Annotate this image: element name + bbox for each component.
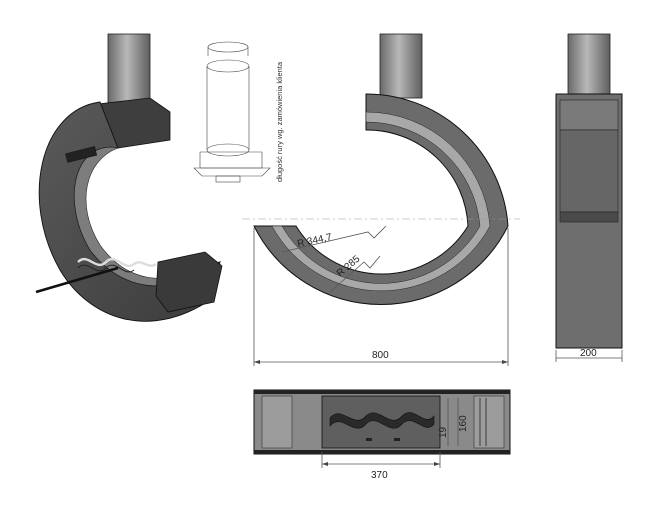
burner-inner-label: 19 — [438, 426, 449, 438]
pipe-length-note: długość rury wg. zamówienia klienta — [275, 61, 284, 182]
iso-chimney-pipe — [107, 33, 151, 111]
side-chimney-pipe — [567, 33, 611, 95]
front-width-label: 800 — [372, 350, 389, 361]
iso-lighter-rod — [35, 266, 119, 294]
burner-wave — [329, 412, 435, 429]
top-view: 19 160 370 — [253, 389, 511, 481]
front-ring-band — [271, 111, 491, 292]
iso-bottom-block — [155, 251, 223, 313]
burner-height-label: 160 — [458, 415, 469, 432]
side-view: 200 — [555, 33, 623, 362]
front-chimney-pipe — [379, 33, 423, 99]
side-depth-label: 200 — [580, 348, 597, 359]
pipe-extension-wireframe: długość rury wg. zamówienia klienta — [193, 41, 284, 183]
iso-top-slot — [65, 146, 98, 163]
isometric-view — [35, 33, 223, 322]
burner-width-label: 370 — [371, 470, 388, 481]
front-view: R 344,7 R 285 800 — [242, 33, 520, 366]
iso-burner-wave — [77, 257, 157, 267]
front-ring-outer — [253, 93, 509, 305]
